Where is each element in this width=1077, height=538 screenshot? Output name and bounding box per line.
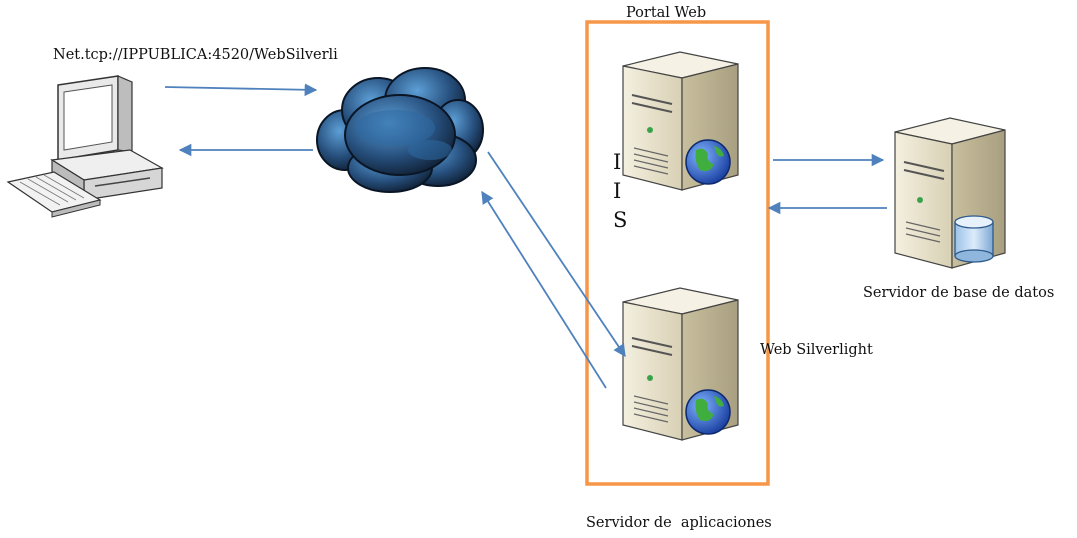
web-silverlight-label: Web Silverlight xyxy=(760,342,873,358)
iis-letter: I xyxy=(613,150,622,174)
globe-icon xyxy=(685,139,731,185)
app-server-icon xyxy=(622,287,739,441)
arrow-cloud-to-app-server xyxy=(487,151,626,358)
desktop-computer-icon xyxy=(6,75,164,218)
app-server-frame xyxy=(585,20,770,486)
arrow-client-to-cloud xyxy=(164,83,318,97)
database-icon xyxy=(954,215,994,263)
db-server-label: Servidor de base de datos xyxy=(863,285,1055,301)
database-server-icon xyxy=(894,117,1006,269)
iis-letter: S xyxy=(613,208,628,232)
url-label: Net.tcp://IPPUBLICA:4520/WebSilverli xyxy=(53,47,338,63)
iis-label: I I S xyxy=(613,148,627,235)
cloud-icon xyxy=(316,67,484,193)
iis-letter: I xyxy=(613,179,622,203)
portal-web-label: Portal Web xyxy=(626,5,707,21)
app-server-label: Servidor de aplicaciones xyxy=(586,515,772,531)
globe-icon xyxy=(685,389,731,435)
web-server-icon xyxy=(622,51,739,191)
arrow-app-server-to-cloud xyxy=(481,190,607,389)
